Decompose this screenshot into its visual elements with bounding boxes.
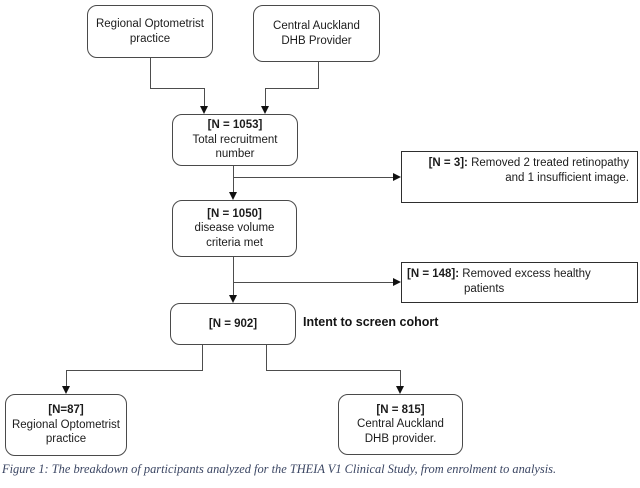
arrowhead-into-intent: [229, 295, 237, 303]
exclusion-n-value: [N = 3]:: [428, 157, 468, 169]
node-n-value: [N = 1053]: [207, 119, 263, 132]
connector-intent-right-across: [266, 370, 401, 372]
node-text-line: Central Auckland: [357, 418, 444, 431]
node-text-line: practice: [45, 433, 87, 446]
node-n-value: [N = 902]: [208, 317, 258, 330]
node-text-line: DHB Provider: [281, 34, 352, 47]
connector-central-top-across: [265, 88, 319, 90]
node-text-line: DHB provider.: [364, 432, 437, 445]
connector-regional-top-across: [150, 88, 205, 90]
exclusion-box-retinopathy: [N = 3]: Removed 2 treated retinopathy a…: [401, 151, 638, 203]
connector-branch-healthy: [234, 282, 393, 284]
node-text-line: disease volume: [194, 222, 275, 235]
connector-disease-down: [233, 257, 235, 295]
node-text-line: practice: [129, 32, 171, 45]
connector-regional-top-into: [204, 88, 206, 107]
connector-intent-left-across: [66, 370, 203, 372]
arrowhead-into-disease-volume: [229, 192, 237, 200]
exclusion-box-healthy: [N = 148]: Removed excess healthy patien…: [401, 262, 638, 303]
arrowhead-into-recruitment-right: [261, 106, 269, 114]
arrowhead-into-central-result: [396, 386, 404, 394]
node-text-line: criteria met: [206, 236, 263, 249]
node-total-recruitment: [N = 1053] Total recruitment number: [172, 114, 298, 166]
node-text-line: Total recruitment: [192, 133, 278, 146]
exclusion-text: Removed 2 treated retinopathy: [467, 157, 629, 169]
node-regional-optometrist-practice-result: [N=87] Regional Optometrist practice: [5, 394, 127, 456]
exclusion-text-line: patients: [464, 283, 505, 295]
node-intent-to-screen: [N = 902]: [170, 303, 296, 345]
connector-recruitment-down: [233, 166, 235, 194]
connector-branch-retinopathy: [234, 177, 393, 179]
arrowhead-into-recruitment-left: [200, 106, 208, 114]
connector-intent-left-down: [66, 370, 68, 387]
connector-intent-right-down: [400, 370, 402, 387]
connector-central-top-down: [318, 62, 320, 89]
exclusion-text-line: and 1 insufficient image.: [505, 172, 629, 184]
node-text-line: Regional Optometrist: [11, 418, 121, 431]
node-n-value: [N=87]: [48, 404, 84, 417]
node-disease-volume: [N = 1050] disease volume criteria met: [172, 200, 297, 257]
exclusion-text-line: [N = 3]: Removed 2 treated retinopathy: [412, 156, 629, 171]
exclusion-text-line: [N = 148]: Removed excess healthy: [407, 267, 629, 282]
node-n-value: [N = 1050]: [207, 207, 262, 220]
connector-intent-right-stub: [266, 345, 268, 371]
intent-to-screen-label: Intent to screen cohort: [303, 315, 439, 329]
arrowhead-into-regional-result: [62, 386, 70, 394]
node-text-line: number: [215, 148, 255, 161]
figure-caption: Figure 1: The breakdown of participants …: [2, 462, 557, 476]
node-text-line: Regional Optometrist: [95, 18, 205, 30]
node-n-value: [N = 815]: [376, 403, 425, 416]
connector-intent-left-stub: [202, 345, 204, 371]
exclusion-n-value: [N = 148]:: [407, 268, 460, 280]
node-regional-optometrist-practice-source: Regional Optometrist practice: [87, 5, 213, 58]
arrowhead-into-healthy-box: [393, 278, 401, 286]
exclusion-text: Removed excess healthy: [459, 268, 591, 280]
connector-regional-top-down: [150, 58, 152, 89]
node-text-line: Central Auckland: [273, 20, 360, 32]
node-central-auckland-dhb-result: [N = 815] Central Auckland DHB provider.: [338, 394, 463, 455]
node-central-auckland-dhb-source: Central Auckland DHB Provider: [253, 5, 380, 62]
connector-central-top-into: [265, 88, 267, 107]
arrowhead-into-retinopathy-box: [393, 173, 401, 181]
